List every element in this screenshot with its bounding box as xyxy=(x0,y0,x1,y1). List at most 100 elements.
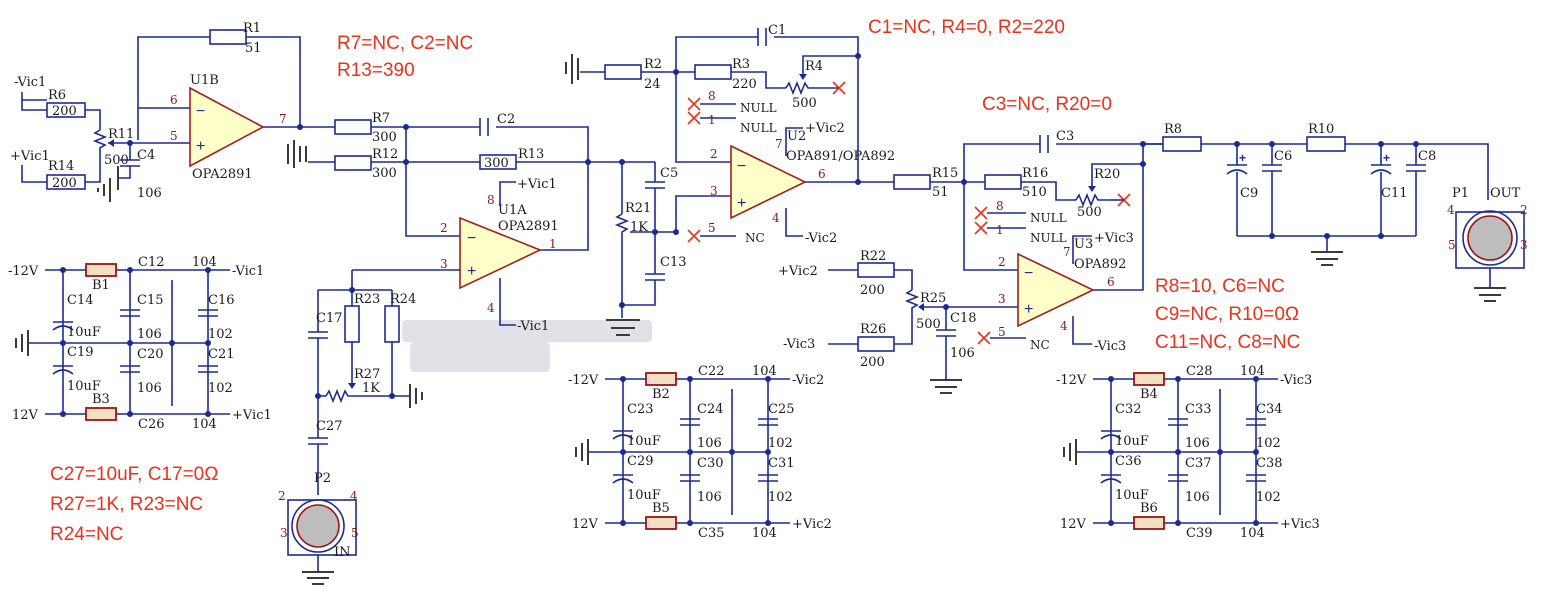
u2-vplus: +Vic2 xyxy=(805,121,845,136)
output-filter: R8 R10 + C9 C6 + C11 C8 xyxy=(1143,122,1489,266)
cm-top-ref: C33 xyxy=(1185,402,1212,417)
potentiometer-r21 xyxy=(614,213,630,240)
resistor-r23 xyxy=(344,305,360,343)
svg-text:3: 3 xyxy=(440,257,448,271)
pos-rail-label: 12V xyxy=(12,408,39,423)
note-c1-r4-r2: C1=NC, R4=0, R2=220 xyxy=(868,17,1065,38)
u3-part: OPA892 xyxy=(1074,257,1126,272)
c-bot-ref: C35 xyxy=(698,526,725,541)
note-r8-c6: R8=10, C6=NC xyxy=(1155,276,1285,297)
opamp-u2 xyxy=(730,144,807,220)
r1-value: 51 xyxy=(245,41,262,56)
resistor-r22 xyxy=(857,262,895,278)
r8-ref: R8 xyxy=(1164,122,1182,137)
r2-ref: R2 xyxy=(644,57,662,72)
svg-text:4: 4 xyxy=(772,211,780,225)
out-neg-label: -Vic1 xyxy=(232,264,264,279)
c17-ref: C17 xyxy=(316,311,343,326)
potentiometer-r27 xyxy=(325,388,382,404)
ferrite-bead-top xyxy=(645,372,677,386)
note-r13: R13=390 xyxy=(337,60,415,81)
r6-ref: R6 xyxy=(48,88,66,103)
svg-text:4: 4 xyxy=(1060,319,1068,333)
svg-text:3: 3 xyxy=(280,526,288,540)
r12-ref: R12 xyxy=(372,147,398,162)
potentiometer-r4 xyxy=(785,80,820,96)
svg-text:6: 6 xyxy=(1107,275,1115,289)
bnc-out-icon xyxy=(1467,215,1513,261)
svg-text:7: 7 xyxy=(775,137,783,151)
cr-bot-ref: C31 xyxy=(768,456,795,471)
note-c3-r20: C3=NC, R20=0 xyxy=(982,94,1112,115)
svg-text:4: 4 xyxy=(350,489,358,503)
bead-top-ref: B2 xyxy=(652,387,670,402)
svg-text:+: + xyxy=(1383,151,1390,165)
resistor-r1 xyxy=(209,29,247,45)
cr-bot-ref: C21 xyxy=(208,347,235,362)
c-top-ref: C28 xyxy=(1186,364,1213,379)
out-neg-label: -Vic2 xyxy=(792,373,824,388)
note-c27-c17: C27=10uF, C17=0Ω xyxy=(50,464,218,485)
svg-text:2: 2 xyxy=(440,221,448,235)
r6-value: 200 xyxy=(52,104,77,119)
svg-text:5: 5 xyxy=(708,221,716,235)
stage-u2: R21 1K C5 C13 R2 24 R3 220 R4 500 xyxy=(565,23,895,336)
svg-text:+: + xyxy=(737,195,746,212)
resistor-r24 xyxy=(384,305,400,343)
c-top-ref: C22 xyxy=(698,364,725,379)
r13-ref: R13 xyxy=(518,147,544,162)
resistor-r2 xyxy=(604,64,642,80)
ce-bot-value: 10uF xyxy=(67,379,101,394)
r23-ref: R23 xyxy=(354,292,380,307)
svg-text:NULL: NULL xyxy=(740,101,777,115)
ce-top-ref: C14 xyxy=(67,293,94,308)
cr-top-ref: C34 xyxy=(1256,402,1283,417)
svg-text:5: 5 xyxy=(351,526,359,540)
potentiometer-r11 xyxy=(92,129,108,158)
c1-ref: C1 xyxy=(768,23,786,38)
r11-ref: R11 xyxy=(108,127,134,142)
out-pos-label: +Vic3 xyxy=(1280,517,1320,532)
r15-ref: R15 xyxy=(932,166,958,181)
stage-u1b: -Vic1 R6 200 +Vic1 R14 200 R11 500 C4 10… xyxy=(10,21,303,202)
ferrite-bead-bottom xyxy=(645,516,677,530)
r11-value: 500 xyxy=(104,153,129,168)
cr-bot-value: 102 xyxy=(1256,490,1281,505)
ce-bot-ref: C29 xyxy=(627,454,654,469)
cm-bot-ref: C20 xyxy=(137,347,164,362)
ce-top-value: 10uF xyxy=(67,325,101,340)
cr-top-ref: C25 xyxy=(768,402,795,417)
svg-text:6: 6 xyxy=(170,93,178,107)
svg-text:4: 4 xyxy=(1447,203,1455,217)
c-top-value: 104 xyxy=(1240,364,1265,379)
ferrite-bead-bottom xyxy=(85,407,117,421)
svg-text:3: 3 xyxy=(1520,238,1528,252)
svg-text:2: 2 xyxy=(1520,203,1528,217)
connector-p2-in: P2 2 4 3 5 IN xyxy=(278,471,359,585)
u1b-part: OPA2891 xyxy=(192,167,253,182)
r12-value: 300 xyxy=(372,166,397,181)
svg-text:NULL: NULL xyxy=(1030,211,1067,225)
r3-value: 220 xyxy=(732,77,757,92)
cr-bot-value: 102 xyxy=(768,490,793,505)
u2-vminus: -Vic2 xyxy=(805,231,837,246)
c18-ref: C18 xyxy=(950,311,977,326)
svg-text:−: − xyxy=(1024,265,1033,282)
svg-text:1: 1 xyxy=(549,237,557,251)
ce-bot-ref: C36 xyxy=(1115,454,1142,469)
svg-text:7: 7 xyxy=(279,112,287,126)
neg-rail-label: -12V xyxy=(568,373,599,388)
note-c11-c8: C11=NC, C8=NC xyxy=(1155,332,1300,353)
svg-text:NC: NC xyxy=(1030,338,1050,352)
u1a-vminus: -Vic1 xyxy=(517,319,549,334)
svg-text:7: 7 xyxy=(1063,245,1071,259)
resistor-r7 xyxy=(334,119,372,135)
c4-ref: C4 xyxy=(137,148,155,163)
resistor-r12 xyxy=(334,155,372,171)
cr-top-value: 102 xyxy=(208,327,233,342)
u3-ref: U3 xyxy=(1074,237,1093,252)
bead-bot-ref: B6 xyxy=(1140,501,1158,516)
opamp-u3 xyxy=(1017,252,1095,328)
